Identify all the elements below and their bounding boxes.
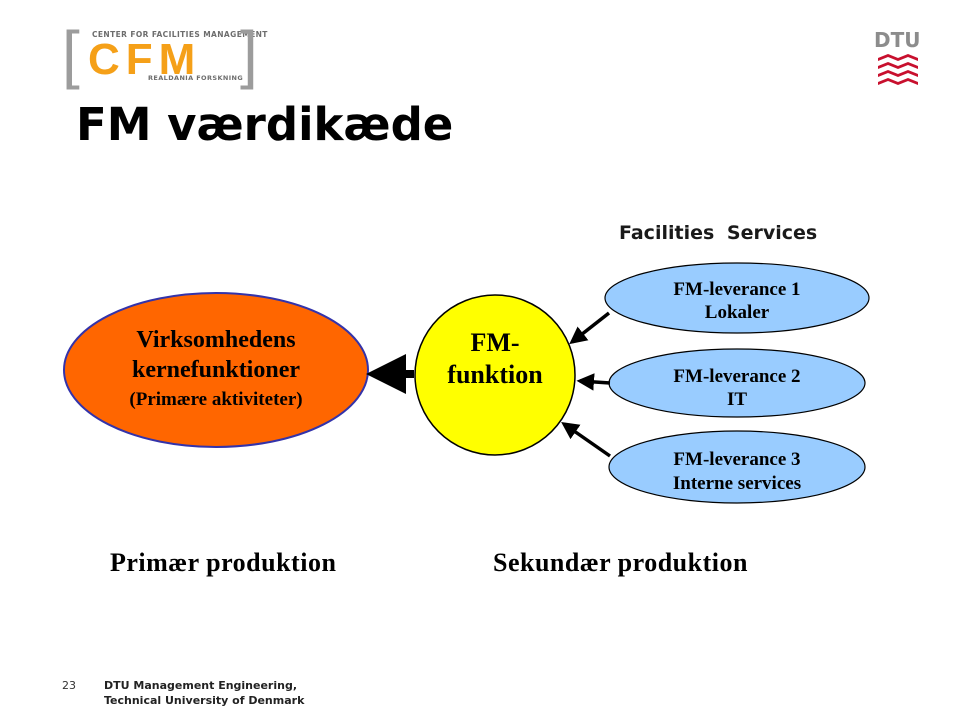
cfm-logo: [ CENTER FOR FACILITIES MANAGEMENT CFM R… xyxy=(62,18,267,90)
dtu-logo-text: DTU xyxy=(874,28,921,52)
dtu-mark-icon xyxy=(878,54,918,85)
delivery-1-ellipse xyxy=(604,262,870,334)
cfm-bracket-right: ] xyxy=(240,18,258,90)
primary-production-label: Primær produktion xyxy=(110,548,337,577)
delivery-3-ellipse xyxy=(608,430,866,504)
delivery-3-label-line1: FM-leverance 3 xyxy=(673,449,801,470)
delivery-3-label-line2: Interne services xyxy=(672,473,802,494)
delivery-1-label-line1: FM-leverance 1 xyxy=(673,279,801,300)
delivery-2-label-line2: IT xyxy=(726,389,748,410)
facilities-services-label: Facilities Services xyxy=(619,222,818,244)
arrow-delivery-1 xyxy=(569,311,611,345)
core-functions-label-line1: Virksomhedens xyxy=(136,327,296,353)
cfm-logo-top-text: CENTER FOR FACILITIES MANAGEMENT xyxy=(92,30,268,39)
arrow-delivery-2 xyxy=(576,373,611,391)
cfm-logo-bottom-text: REALDANIA FORSKNING xyxy=(148,74,244,82)
dtu-logo: DTU xyxy=(870,28,926,88)
cfm-bracket-left: [ xyxy=(62,18,80,90)
fm-function-label-line1: FM- xyxy=(470,328,520,357)
footer-institution-line1: DTU Management Engineering, xyxy=(104,679,298,692)
arrow-delivery-3 xyxy=(561,422,611,458)
core-functions-label-line3: (Primære aktiviteter) xyxy=(129,389,303,410)
page-number: 23 xyxy=(62,679,76,692)
delivery-2-label-line1: FM-leverance 2 xyxy=(673,366,801,387)
footer-institution-line2: Technical University of Denmark xyxy=(104,694,305,707)
fm-function-label-line2: funktion xyxy=(447,360,543,389)
page-title: FM værdikæde xyxy=(76,98,454,151)
core-functions-label-line2: kernefunktioner xyxy=(132,357,300,383)
delivery-1-label-line2: Lokaler xyxy=(704,302,770,323)
fm-function-circle xyxy=(414,294,576,456)
secondary-production-label: Sekundær produktion xyxy=(493,548,748,577)
cfm-logo-main-text: CFM xyxy=(88,35,202,84)
